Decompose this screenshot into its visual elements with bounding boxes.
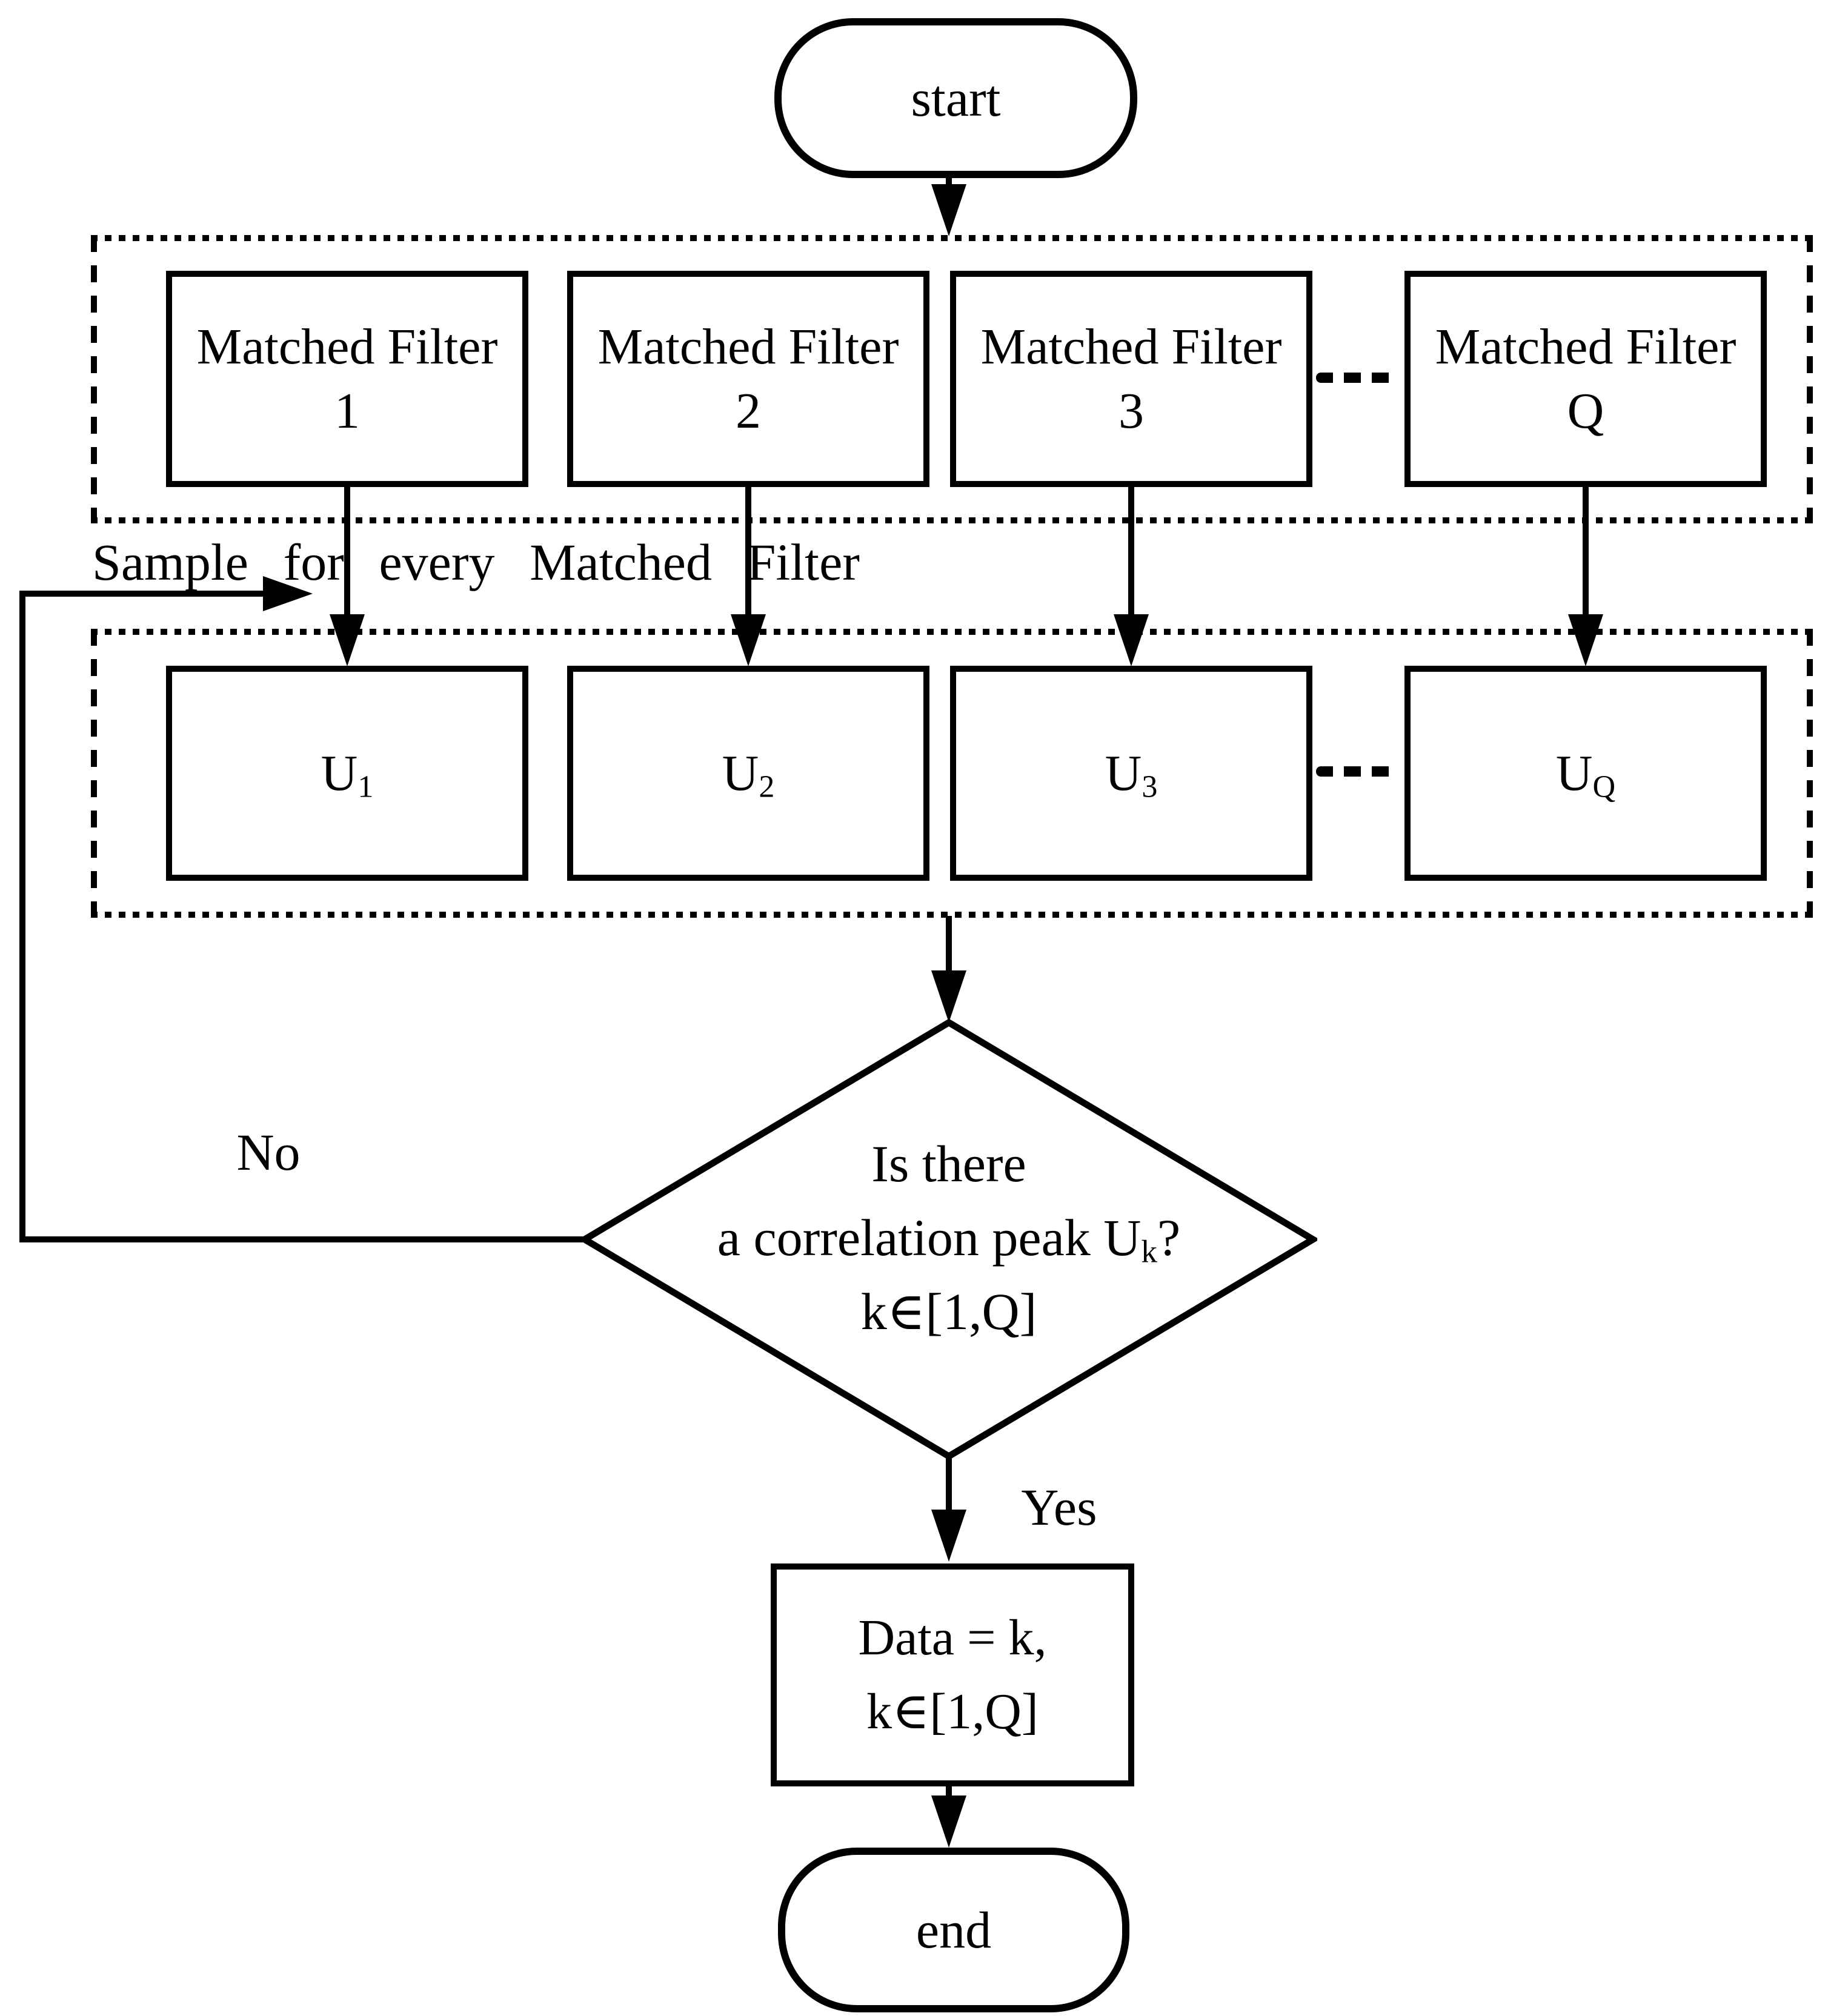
decision-line2-sub: k xyxy=(1141,1233,1158,1270)
end-terminator: end xyxy=(778,1848,1129,2012)
output-bank-border-top xyxy=(91,629,1813,635)
no-branch-line-top xyxy=(19,591,267,597)
start-label: start xyxy=(911,69,1001,127)
matched-filter-q-index: Q xyxy=(1567,382,1604,439)
output-u3-sub: 3 xyxy=(1142,769,1158,804)
matched-filter-q-box: Matched Filter Q xyxy=(1404,271,1767,487)
connector-filter1-to-u1 xyxy=(344,482,350,618)
output-bank-border-left xyxy=(91,629,97,918)
filter-bank-border-top xyxy=(91,235,1813,241)
output-uq-sub: Q xyxy=(1592,769,1616,804)
connector-decision-to-assign xyxy=(946,1453,952,1514)
no-branch-label: No xyxy=(236,1123,301,1181)
output-u3-label: U3 xyxy=(1105,741,1158,806)
decision-diamond-shape xyxy=(580,1018,1317,1461)
filter-bank-border-right xyxy=(1807,235,1813,523)
connector-filterq-to-uq xyxy=(1583,482,1589,618)
filter-bank-border-left xyxy=(91,235,97,523)
output-u3-box: U3 xyxy=(950,666,1312,881)
arrowhead-filter2-to-u2-icon xyxy=(731,614,766,666)
decision-line2: a correlation peak Uk? xyxy=(585,1201,1312,1275)
arrowhead-filter1-to-u1-icon xyxy=(330,614,365,666)
decision-line2-pre: a correlation peak U xyxy=(717,1209,1142,1267)
output-u2-base: U xyxy=(722,744,759,801)
yes-branch-label: Yes xyxy=(1021,1478,1097,1536)
matched-filter-1-title: Matched Filter xyxy=(196,318,498,375)
data-assignment-box: Data = k, k∈[1,Q] xyxy=(771,1563,1134,1786)
arrowhead-filterq-to-uq-icon xyxy=(1568,614,1603,666)
matched-filter-2-box: Matched Filter 2 xyxy=(567,271,929,487)
output-u1-label: U1 xyxy=(321,741,374,806)
matched-filter-1-index: 1 xyxy=(334,382,360,439)
matched-filter-2-title: Matched Filter xyxy=(597,318,899,375)
arrowhead-start-to-filters-icon xyxy=(931,184,966,236)
data-assignment-line2: k∈[1,Q] xyxy=(866,1683,1039,1740)
start-terminator: start xyxy=(774,18,1137,178)
no-branch-line-bottom xyxy=(19,1236,588,1242)
decision-text: Is there a correlation peak Uk? k∈[1,Q] xyxy=(585,1127,1312,1348)
output-uq-box: UQ xyxy=(1404,666,1767,881)
no-branch-line-left xyxy=(19,591,25,1242)
output-u2-box: U2 xyxy=(567,666,929,881)
connector-filter3-to-u3 xyxy=(1128,482,1134,618)
output-u3-base: U xyxy=(1105,744,1142,801)
connector-outputs-to-decision xyxy=(946,916,952,974)
sample-note: Sample for every Matched Filter xyxy=(92,533,860,591)
filter-bank-border-bottom xyxy=(91,517,1813,523)
output-u1-sub: 1 xyxy=(357,769,374,804)
decision-line1: Is there xyxy=(871,1135,1026,1193)
arrowhead-no-branch-icon xyxy=(263,576,313,611)
arrowhead-decision-to-assign-icon xyxy=(931,1510,966,1562)
matched-filter-2-index: 2 xyxy=(736,382,761,439)
output-bank-border-bottom xyxy=(91,912,1813,918)
output-u2-label: U2 xyxy=(722,741,775,806)
output-uq-label: UQ xyxy=(1556,741,1615,806)
matched-filter-3-index: 3 xyxy=(1118,382,1144,439)
matched-filter-q-title: Matched Filter xyxy=(1435,318,1737,375)
matched-filter-1-box: Matched Filter 1 xyxy=(166,271,528,487)
output-u1-base: U xyxy=(321,744,358,801)
connector-assign-to-end xyxy=(946,1783,952,1802)
decision-line2-post: ? xyxy=(1157,1209,1181,1267)
filter-ellipsis-dashes-icon xyxy=(1316,373,1400,383)
output-u1-box: U1 xyxy=(166,666,528,881)
end-label: end xyxy=(916,1901,992,1959)
output-u2-sub: 2 xyxy=(759,769,775,804)
output-bank-border-right xyxy=(1807,629,1813,918)
arrowhead-assign-to-end-icon xyxy=(931,1795,966,1848)
matched-filter-3-box: Matched Filter 3 xyxy=(950,271,1312,487)
matched-filter-3-title: Matched Filter xyxy=(980,318,1282,375)
arrowhead-filter3-to-u3-icon xyxy=(1114,614,1149,666)
output-uq-base: U xyxy=(1555,744,1593,801)
output-ellipsis-dashes-icon xyxy=(1316,766,1400,777)
arrowhead-outputs-to-decision-icon xyxy=(931,970,966,1023)
decision-line3: k∈[1,Q] xyxy=(860,1282,1037,1341)
data-assignment-line1: Data = k, xyxy=(858,1610,1047,1666)
connector-filter2-to-u2 xyxy=(745,482,751,618)
